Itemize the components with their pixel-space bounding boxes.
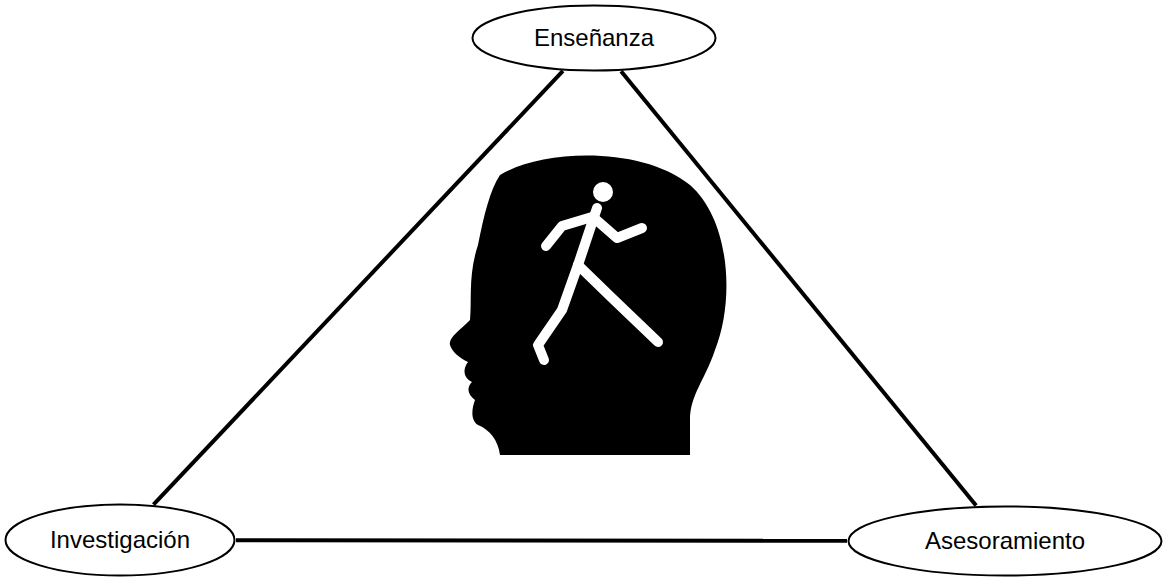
runner-leg — [538, 265, 578, 360]
runner-leg — [578, 265, 658, 342]
node-texts: Enseñanza — [534, 24, 654, 53]
runner-arm — [546, 217, 592, 246]
head-silhouette — [450, 156, 727, 455]
ellipse-shape — [473, 6, 716, 71]
ellipse-shape — [6, 505, 235, 576]
ellipse-node: Investigación — [4, 503, 236, 577]
node-label: Asesoramiento — [925, 527, 1085, 556]
node-texts: Asesoramiento — [925, 527, 1085, 556]
node-texts: Investigación — [50, 526, 190, 555]
runner-figure — [538, 182, 658, 360]
runner-arm — [593, 217, 642, 238]
ellipse-node: Asesoramiento — [847, 505, 1163, 577]
ellipse-node: Enseñanza — [471, 4, 717, 72]
connector-line — [153, 71, 562, 505]
node-label: Enseñanza — [534, 24, 654, 53]
runner-head — [593, 182, 613, 202]
ellipse-shape — [849, 507, 1162, 576]
connector-line — [236, 538, 847, 543]
connector-line — [621, 71, 976, 505]
node-label: Investigación — [50, 526, 190, 555]
